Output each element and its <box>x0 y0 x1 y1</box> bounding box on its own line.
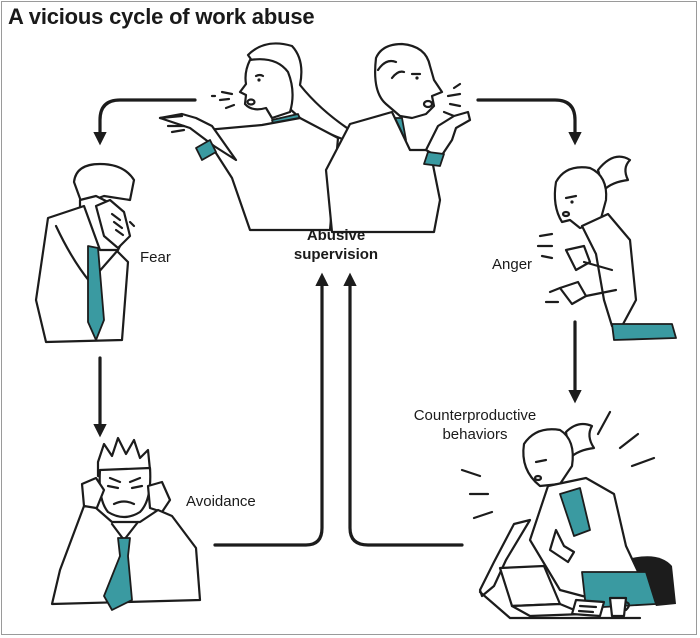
shouting-man-icon <box>324 42 472 234</box>
avoidant-man-icon <box>50 436 202 611</box>
diagram-title: A vicious cycle of work abuse <box>8 4 315 29</box>
fearful-man-icon <box>34 162 136 344</box>
arrow-counterproductive-to-supervision <box>343 272 464 547</box>
arrow-to-fear <box>93 98 197 146</box>
stage-label-avoidance: Avoidance <box>186 493 256 510</box>
frustrated-woman-icon <box>460 410 676 620</box>
arrow-avoidance-to-supervision <box>213 272 329 547</box>
stage-label-counterproductive: Counterproductive behaviors <box>413 407 537 443</box>
angry-woman-icon <box>536 155 677 341</box>
center-label-abusive-supervision: Abusive supervision <box>293 227 379 263</box>
arrow-to-anger <box>476 98 582 146</box>
cycle-arrows <box>93 98 582 547</box>
stage-label-anger: Anger <box>492 256 533 273</box>
stage-label-fear: Fear <box>140 249 171 266</box>
shouting-woman-icon <box>158 42 352 232</box>
